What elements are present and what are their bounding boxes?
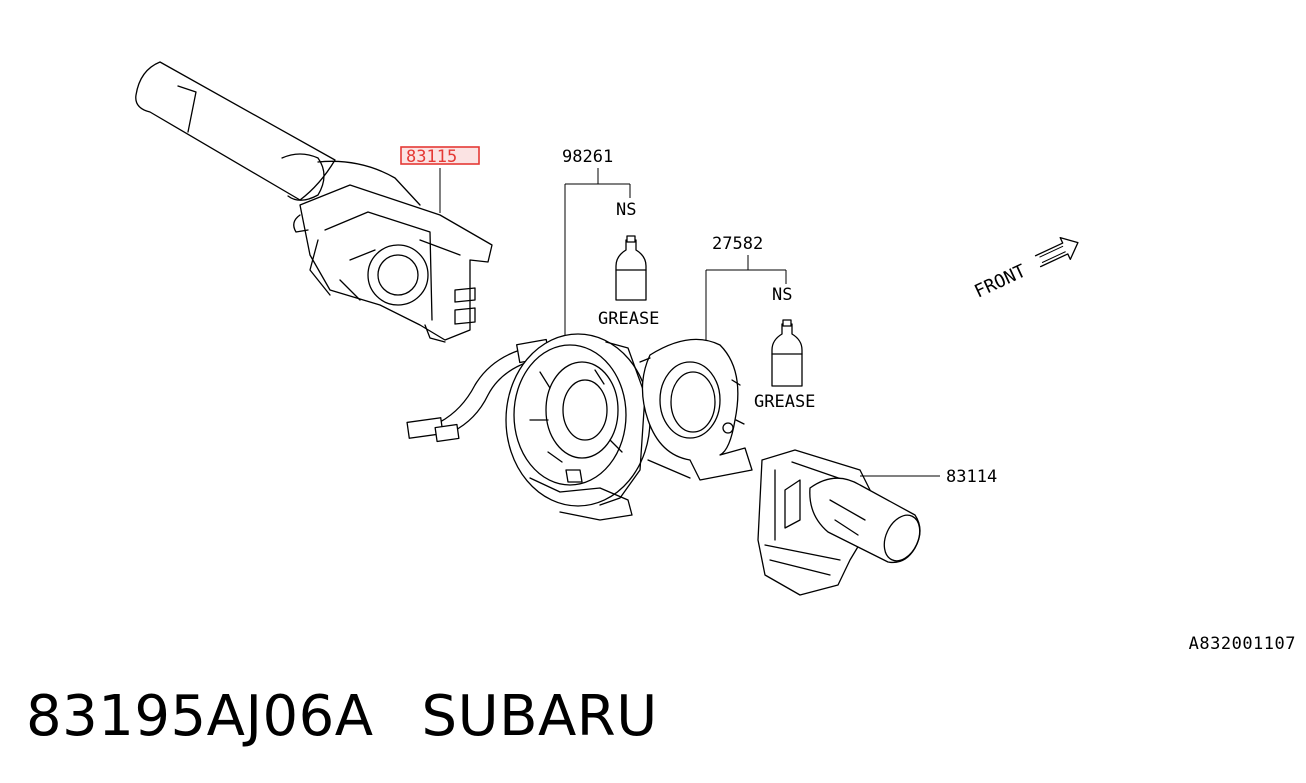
right-lever-switch-drawing [757,449,921,596]
grease-label-2: GREASE [754,392,815,412]
callout-ns-1: NS [616,200,636,220]
grease-bottle-1 [615,235,647,301]
callout-83114[interactable]: 83114 [946,467,997,487]
callout-27582[interactable]: 27582 [712,234,763,254]
footer: 83195AJ06A SUBARU [26,684,658,749]
drawing-id: A832001107 [1188,634,1296,654]
leader-98261 [564,168,631,335]
callout-98261[interactable]: 98261 [562,147,613,167]
leader-27582 [705,255,787,342]
parts-diagram: 83115 98261 NS GREASE 27582 NS GREASE [135,61,1079,596]
clock-spring-drawing [406,333,651,521]
sensor-ring-drawing [639,338,753,481]
callout-83115[interactable]: 83115 [406,147,457,167]
front-label: FRONT [971,261,1029,303]
grease-label-1: GREASE [598,309,659,329]
grease-bottle-2 [771,319,803,387]
front-arrow: FRONT [971,236,1079,303]
left-lever-switch-drawing [135,61,493,343]
callout-ns-2: NS [772,285,792,305]
part-number: 83195AJ06A [26,684,374,749]
highlight-box [400,146,480,165]
brand-name: SUBARU [421,684,658,749]
